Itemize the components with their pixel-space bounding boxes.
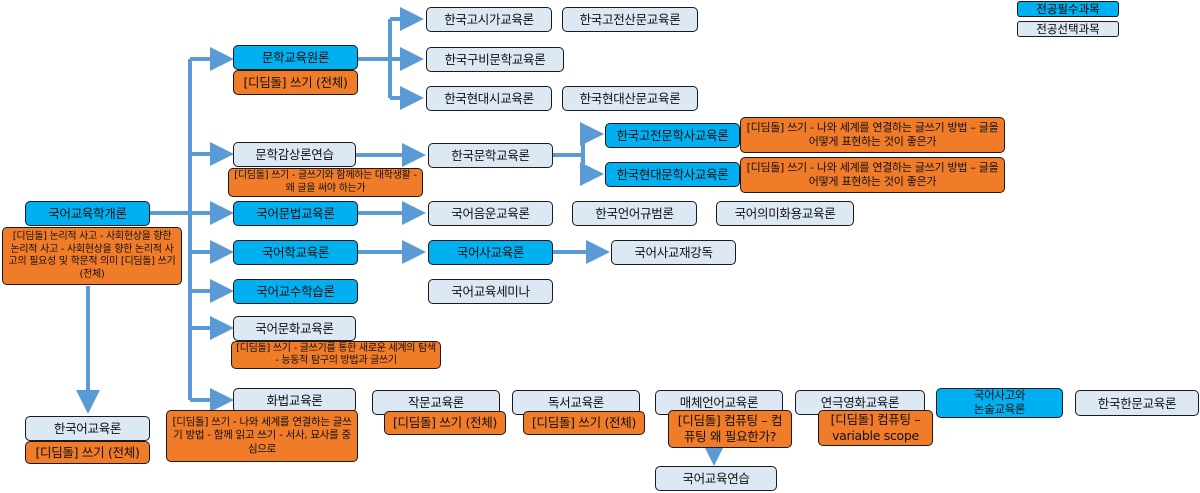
- note-classic-hist: [디딤돌] 쓰기 - 나와 세계를 연결하는 글쓰기 방법 – 글을 어떻게 표…: [740, 117, 1005, 153]
- thinking-line2: 논술교육론: [973, 402, 1026, 416]
- node-lit-appr[interactable]: 문학감상론연습: [233, 142, 356, 167]
- legend-elective: 전공선택과목: [1017, 21, 1119, 37]
- node-seminar[interactable]: 국어교육세미나: [428, 279, 553, 304]
- node-grammar-edu[interactable]: 국어문법교육론: [233, 201, 358, 226]
- note-lit-edu: [디딤돌] 쓰기 (전체): [233, 70, 358, 95]
- thinking-line1: 국어사고와: [973, 388, 1026, 403]
- node-lit-edu[interactable]: 문학교육원론: [233, 45, 358, 70]
- node-classic-hist[interactable]: 한국고전문학사교육론: [605, 123, 740, 148]
- note-speech-edu: [디딤돌] 쓰기 - 나와 세계를 연결하는 글쓰기 방법 - 함께 읽고 쓰기…: [166, 410, 358, 462]
- node-history-reading[interactable]: 국어사교재강독: [611, 240, 736, 265]
- note-drama-edu: [디딤돌] 컴퓨팅 – variable scope: [818, 410, 933, 446]
- node-reading-edu[interactable]: 독서교육론: [512, 390, 640, 415]
- node-culture-edu[interactable]: 국어문화교육론: [233, 316, 356, 341]
- node-intro[interactable]: 국어교육학개론: [25, 201, 150, 226]
- node-korean-study-edu[interactable]: 국어학교육론: [233, 240, 358, 265]
- note-modern-hist: [디딤돌] 쓰기 - 나와 세계를 연결하는 글쓰기 방법 – 글을 어떻게 표…: [740, 157, 1005, 193]
- node-classic-poetry[interactable]: 한국고시가교육론: [426, 7, 552, 32]
- node-korean-edu[interactable]: 한국어교육론: [25, 416, 150, 441]
- legend-required: 전공필수과목: [1017, 1, 1119, 17]
- node-hanmun-edu[interactable]: 한국한문교육론: [1075, 390, 1199, 416]
- node-teaching-method[interactable]: 국어교수학습론: [233, 279, 358, 304]
- note-intro: [디딤돌] 논리적 사고 - 사회현상을 향한 논리적 사고 - 사회현상을 향…: [2, 227, 182, 285]
- note-media-edu: [디딤돌] 컴퓨팅 – 컴퓨팅 왜 필요한가?: [668, 410, 792, 448]
- node-korean-lit[interactable]: 한국문학교육론: [428, 143, 553, 168]
- node-thinking-edu[interactable]: 국어사고와 논술교육론: [936, 388, 1063, 418]
- node-modern-hist[interactable]: 한국현대문학사교육론: [605, 162, 740, 187]
- note-lit-appr: [디딤돌] 쓰기 - 글쓰기와 함께하는 대학생활 - 왜 글을 써야 하는가: [228, 168, 423, 197]
- note-culture-edu: [디딤돌] 쓰기 - 글쓰기를 통한 새로운 세계의 탐색 - 능동적 탐구의 …: [231, 341, 441, 369]
- node-modern-poetry[interactable]: 한국현대시교육론: [426, 86, 552, 111]
- node-classic-prose[interactable]: 한국고전산문교육론: [562, 7, 698, 32]
- node-history-edu[interactable]: 국어사교육론: [428, 240, 553, 265]
- node-speech-edu[interactable]: 화법교육론: [233, 388, 356, 413]
- note-writing-edu: [디딤돌] 쓰기 (전체): [384, 411, 506, 435]
- node-semantics[interactable]: 국어의미화용교육론: [716, 201, 854, 226]
- node-modern-prose[interactable]: 한국현대산문교육론: [562, 86, 698, 111]
- note-reading-edu: [디딤돌] 쓰기 (전체): [523, 411, 645, 435]
- node-writing-edu[interactable]: 작문교육론: [372, 390, 500, 415]
- node-practice[interactable]: 국어교육연습: [655, 466, 777, 491]
- node-phonology[interactable]: 국어음운교육론: [428, 201, 553, 226]
- node-oral-lit[interactable]: 한국구비문학교육론: [426, 47, 564, 72]
- node-norms[interactable]: 한국언어규범론: [572, 201, 697, 226]
- note-korean-edu: [디딤돌] 쓰기 (전체): [25, 441, 150, 464]
